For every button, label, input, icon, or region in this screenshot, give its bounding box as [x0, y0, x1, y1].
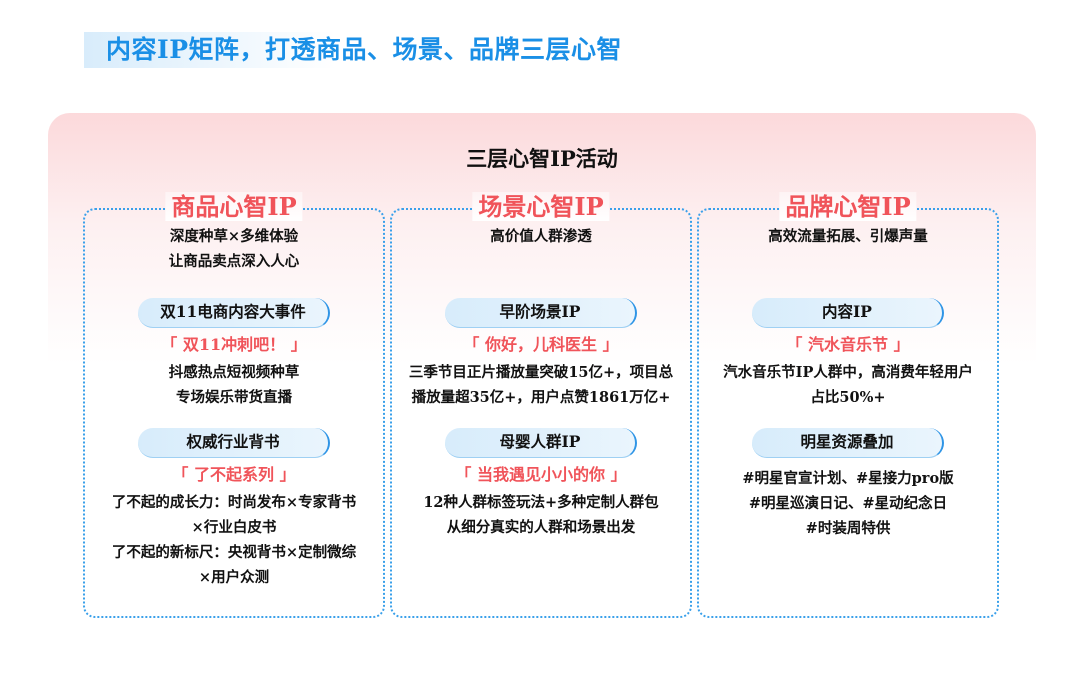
section-line: #明星巡演日记、#星动纪念日: [748, 495, 948, 512]
ip-activity-panel: 三层心智IP活动 商品心智IP 深度种草×多维体验让商品卖点深入人心双11电商内…: [48, 113, 1036, 673]
column-title: 商品心智IP: [157, 192, 310, 222]
section-pill: 母婴人群IP: [445, 428, 637, 458]
section-line: ×用户众测: [198, 569, 270, 586]
section-line: 从细分真实的人群和场景出发: [446, 519, 636, 536]
column-subtitle: 高价值人群渗透: [490, 228, 592, 245]
column-title: 场景心智IP: [464, 192, 617, 222]
ip-name: 「 双11冲刺吧！ 」: [161, 335, 307, 354]
section-line: #时装周特供: [805, 520, 891, 537]
section-pill: 早阶场景IP: [445, 298, 637, 328]
column-title: 品牌心智IP: [771, 192, 924, 222]
column-0: 商品心智IP 深度种草×多维体验让商品卖点深入人心双11电商内容大事件「 双11…: [83, 192, 385, 618]
section-line: 播放量超35亿+，用户点赞1861万亿+: [411, 389, 671, 406]
column-subtitle: 让商品卖点深入人心: [168, 253, 300, 270]
section-line: 抖感热点短视频种草: [168, 364, 300, 381]
section-line: 三季节目正片播放量突破15亿+，项目总: [408, 364, 674, 381]
ip-name: 「 你好，儿科医生 」: [463, 335, 619, 354]
ip-name: 「 汽水音乐节 」: [786, 335, 910, 354]
ip-name: 「 当我遇见小小的你 」: [455, 465, 627, 484]
section-line: 了不起的新标尺：央视背书×定制微综: [111, 544, 357, 561]
section-line: 占比50%+: [810, 389, 886, 406]
section-pill: 明星资源叠加: [752, 428, 944, 458]
column-2: 品牌心智IP 高效流量拓展、引爆声量 内容IP 「 汽水音乐节 」汽水音乐节IP人…: [697, 192, 999, 618]
column-subtitle: 深度种草×多维体验: [169, 228, 299, 245]
column-subtitle: 高效流量拓展、引爆声量: [768, 228, 928, 245]
page-title: 内容IP矩阵，打透商品、场景、品牌三层心智: [84, 32, 714, 68]
section-pill: 权威行业背书: [138, 428, 330, 458]
section-line: 汽水音乐节IP人群中，高消费年轻用户: [723, 364, 973, 381]
section-line: 了不起的成长力：时尚发布×专家背书: [111, 494, 357, 511]
section-line: ×行业白皮书: [191, 519, 277, 536]
section-line: 12种人群标签玩法+多种定制人群包: [423, 494, 659, 511]
ip-name: 「 了不起系列 」: [172, 465, 296, 484]
section-line: #明星官宣计划、#星接力pro版: [742, 470, 954, 487]
section-line: 专场娱乐带货直播: [176, 389, 292, 406]
section-pill: 内容IP: [752, 298, 944, 328]
section-pill: 双11电商内容大事件: [138, 298, 330, 328]
column-1: 场景心智IP 高价值人群渗透 早阶场景IP 「 你好，儿科医生 」三季节目正片播放…: [390, 192, 692, 618]
panel-title: 三层心智IP活动: [466, 146, 618, 171]
